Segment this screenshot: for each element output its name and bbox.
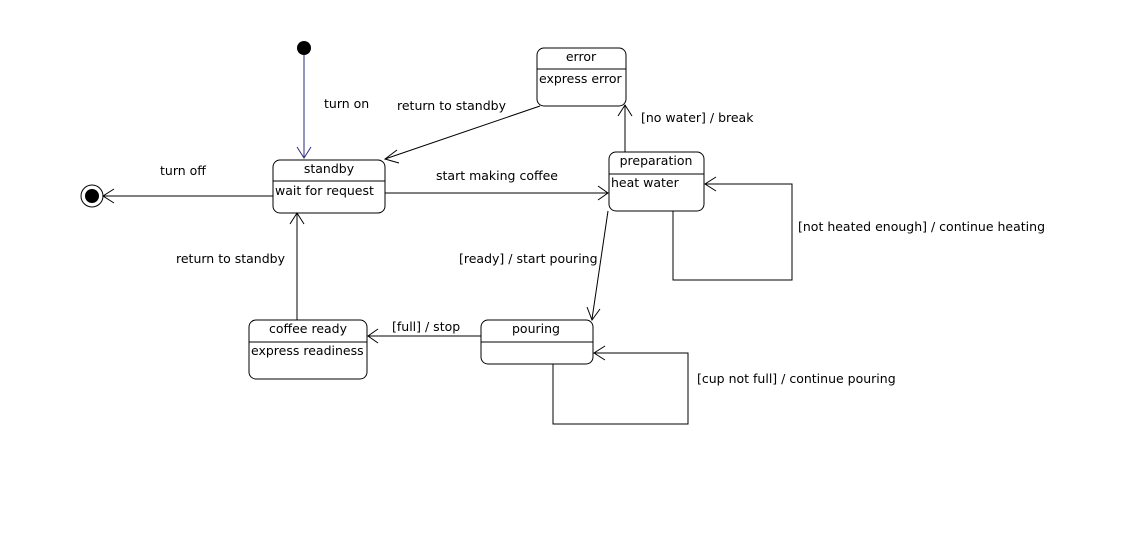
standby-activity: wait for request: [275, 183, 374, 198]
start-pouring-transition: [586, 210, 609, 322]
continue-pouring-loop: [552, 345, 689, 425]
turn-on-label: turn on: [324, 96, 369, 111]
continue-heating-label: [not heated enough] / continue heating: [798, 219, 1045, 234]
initial-state: [297, 41, 311, 55]
continue-pouring-label: [cup not full] / continue pouring: [697, 371, 896, 386]
error-activity: express error: [539, 71, 622, 86]
state-preparation: preparation heat water: [608, 151, 705, 212]
start-pouring-label: [ready] / start pouring: [459, 251, 598, 266]
return-to-standby-label-bottom: return to standby: [176, 251, 286, 266]
standby-name: standby: [304, 161, 355, 176]
final-state: [80, 184, 104, 208]
pouring-name: pouring: [512, 321, 560, 336]
error-to-standby-transition: [383, 105, 541, 164]
no-water-transition: [617, 104, 633, 152]
no-water-label: [no water] / break: [641, 110, 754, 125]
start-making-coffee-transition: [385, 185, 609, 201]
coffee-ready-activity: express readiness: [251, 343, 364, 358]
continue-heating-loop: [672, 176, 793, 281]
state-standby: standby wait for request: [272, 159, 386, 214]
turn-on-transition: [296, 55, 312, 159]
coffee-ready-to-standby-transition: [289, 212, 305, 320]
error-name: error: [566, 49, 597, 64]
preparation-activity: heat water: [611, 175, 680, 190]
state-error: error express error: [536, 47, 627, 107]
preparation-name: preparation: [620, 153, 693, 168]
coffee-ready-name: coffee ready: [269, 321, 348, 336]
return-to-standby-label-top: return to standby: [397, 98, 507, 113]
start-making-coffee-label: start making coffee: [436, 168, 558, 183]
full-stop-label: [full] / stop: [392, 319, 460, 334]
turn-off-transition: [102, 188, 273, 204]
state-coffee-ready: coffee ready express readiness: [248, 319, 368, 380]
turn-off-label: turn off: [160, 163, 206, 178]
state-pouring: pouring: [480, 319, 594, 365]
full-stop-transition: [367, 328, 481, 344]
